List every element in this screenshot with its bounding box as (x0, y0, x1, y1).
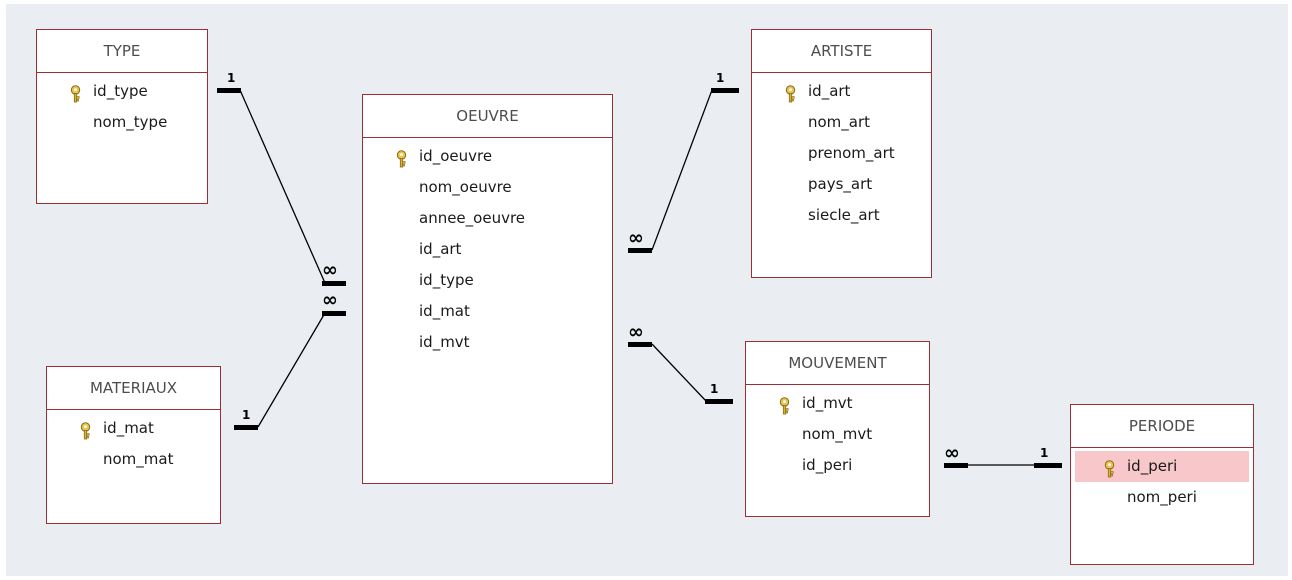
cardinality-label: ∞ (944, 442, 960, 464)
field-row[interactable]: id_art (363, 234, 612, 265)
relation-line-type-oeuvre (239, 89, 326, 284)
field-name: nom_oeuvre (419, 178, 512, 196)
primary-key-icon (1103, 458, 1116, 478)
field-row[interactable]: id_art (752, 76, 931, 107)
end-marker-oeuvre-many-1 (322, 281, 346, 286)
field-name: nom_peri (1127, 488, 1197, 506)
field-row[interactable]: id_mat (363, 296, 612, 327)
field-name: nom_type (93, 113, 168, 131)
field-name: id_type (93, 82, 148, 100)
cardinality-label: ∞ (628, 227, 644, 249)
field-name: id_mat (419, 302, 470, 320)
field-row[interactable]: annee_oeuvre (363, 203, 612, 234)
field-row[interactable]: id_type (363, 265, 612, 296)
field-list: id_mat nom_mat (47, 410, 220, 475)
end-marker-oeuvre-many-3 (628, 248, 652, 253)
field-list: id_art nom_art prenom_art pays_art siecle_ar… (752, 73, 931, 231)
field-row[interactable]: nom_peri (1071, 482, 1253, 513)
field-name: id_oeuvre (419, 147, 493, 165)
field-row[interactable]: pays_art (752, 169, 931, 200)
field-row[interactable]: prenom_art (752, 138, 931, 169)
table-title[interactable]: MOUVEMENT (746, 342, 929, 385)
field-name: annee_oeuvre (419, 209, 526, 227)
cardinality-label: ∞ (322, 259, 338, 281)
field-name: id_type (419, 271, 474, 289)
field-row[interactable]: nom_art (752, 107, 931, 138)
relation-line-mouvement-oeuvre (651, 343, 707, 402)
cardinality-label: 1 (1040, 446, 1048, 460)
field-row[interactable]: siecle_art (752, 200, 931, 231)
field-name: id_mat (103, 419, 154, 437)
field-row[interactable]: id_mvt (363, 327, 612, 358)
end-marker-type-one (217, 88, 241, 93)
relation-line-artiste-oeuvre (651, 89, 713, 251)
cardinality-label: 1 (716, 71, 724, 85)
field-row[interactable]: id_mat (47, 413, 220, 444)
cardinality-label: ∞ (322, 289, 338, 311)
end-marker-materiaux-one (234, 425, 258, 430)
primary-key-icon (69, 83, 82, 103)
field-list: id_peri nom_peri (1071, 448, 1253, 513)
table-materiaux[interactable]: MATERIAUX id_mat nom_mat (46, 366, 221, 524)
table-periode[interactable]: PERIODE id_peri nom_peri (1070, 404, 1254, 565)
field-list: id_mvt nom_mvt id_peri (746, 385, 929, 481)
field-row[interactable]: id_peri (746, 450, 929, 481)
field-name: id_mvt (419, 333, 470, 351)
end-marker-oeuvre-many-2 (322, 311, 346, 316)
field-row[interactable]: id_peri (1075, 451, 1249, 482)
field-row[interactable]: nom_type (37, 107, 207, 138)
field-row[interactable]: nom_mvt (746, 419, 929, 450)
table-mouvement[interactable]: MOUVEMENT id_mvt nom_mvt id_peri (745, 341, 930, 517)
end-marker-artiste-one (711, 88, 739, 93)
field-list: id_type nom_type (37, 73, 207, 138)
end-marker-mouvement-many (944, 463, 968, 468)
cardinality-label: ∞ (628, 321, 644, 343)
field-name: nom_mat (103, 450, 174, 468)
table-title[interactable]: ARTISTE (752, 30, 931, 73)
field-name: id_art (808, 82, 851, 100)
cardinality-label: 1 (242, 408, 250, 422)
field-row[interactable]: nom_mat (47, 444, 220, 475)
table-title[interactable]: TYPE (37, 30, 207, 73)
field-row[interactable]: nom_oeuvre (363, 172, 612, 203)
field-row[interactable]: id_oeuvre (363, 141, 612, 172)
field-name: siecle_art (808, 206, 880, 224)
field-name: nom_art (808, 113, 871, 131)
primary-key-icon (79, 420, 92, 440)
primary-key-icon (784, 83, 797, 103)
field-list: id_oeuvre nom_oeuvre annee_oeuvre id_art id_… (363, 138, 612, 358)
end-marker-mouvement-one (705, 399, 733, 404)
cardinality-label: 1 (227, 71, 235, 85)
table-title[interactable]: PERIODE (1071, 405, 1253, 448)
field-name: id_mvt (802, 394, 853, 412)
table-type[interactable]: TYPE id_type nom_type (36, 29, 208, 204)
field-name: id_peri (1127, 457, 1178, 475)
field-row[interactable]: id_mvt (746, 388, 929, 419)
field-name: pays_art (808, 175, 873, 193)
table-title[interactable]: OEUVRE (363, 95, 612, 138)
end-marker-periode-one (1034, 463, 1062, 468)
field-name: nom_mvt (802, 425, 873, 443)
field-name: id_peri (802, 456, 853, 474)
field-name: id_art (419, 240, 462, 258)
primary-key-icon (395, 148, 408, 168)
field-row[interactable]: id_type (37, 76, 207, 107)
field-name: prenom_art (808, 144, 895, 162)
table-title[interactable]: MATERIAUX (47, 367, 220, 410)
relation-line-materiaux-oeuvre (257, 312, 326, 428)
cardinality-label: 1 (710, 382, 718, 396)
primary-key-icon (778, 395, 791, 415)
end-marker-oeuvre-many-4 (628, 342, 652, 347)
